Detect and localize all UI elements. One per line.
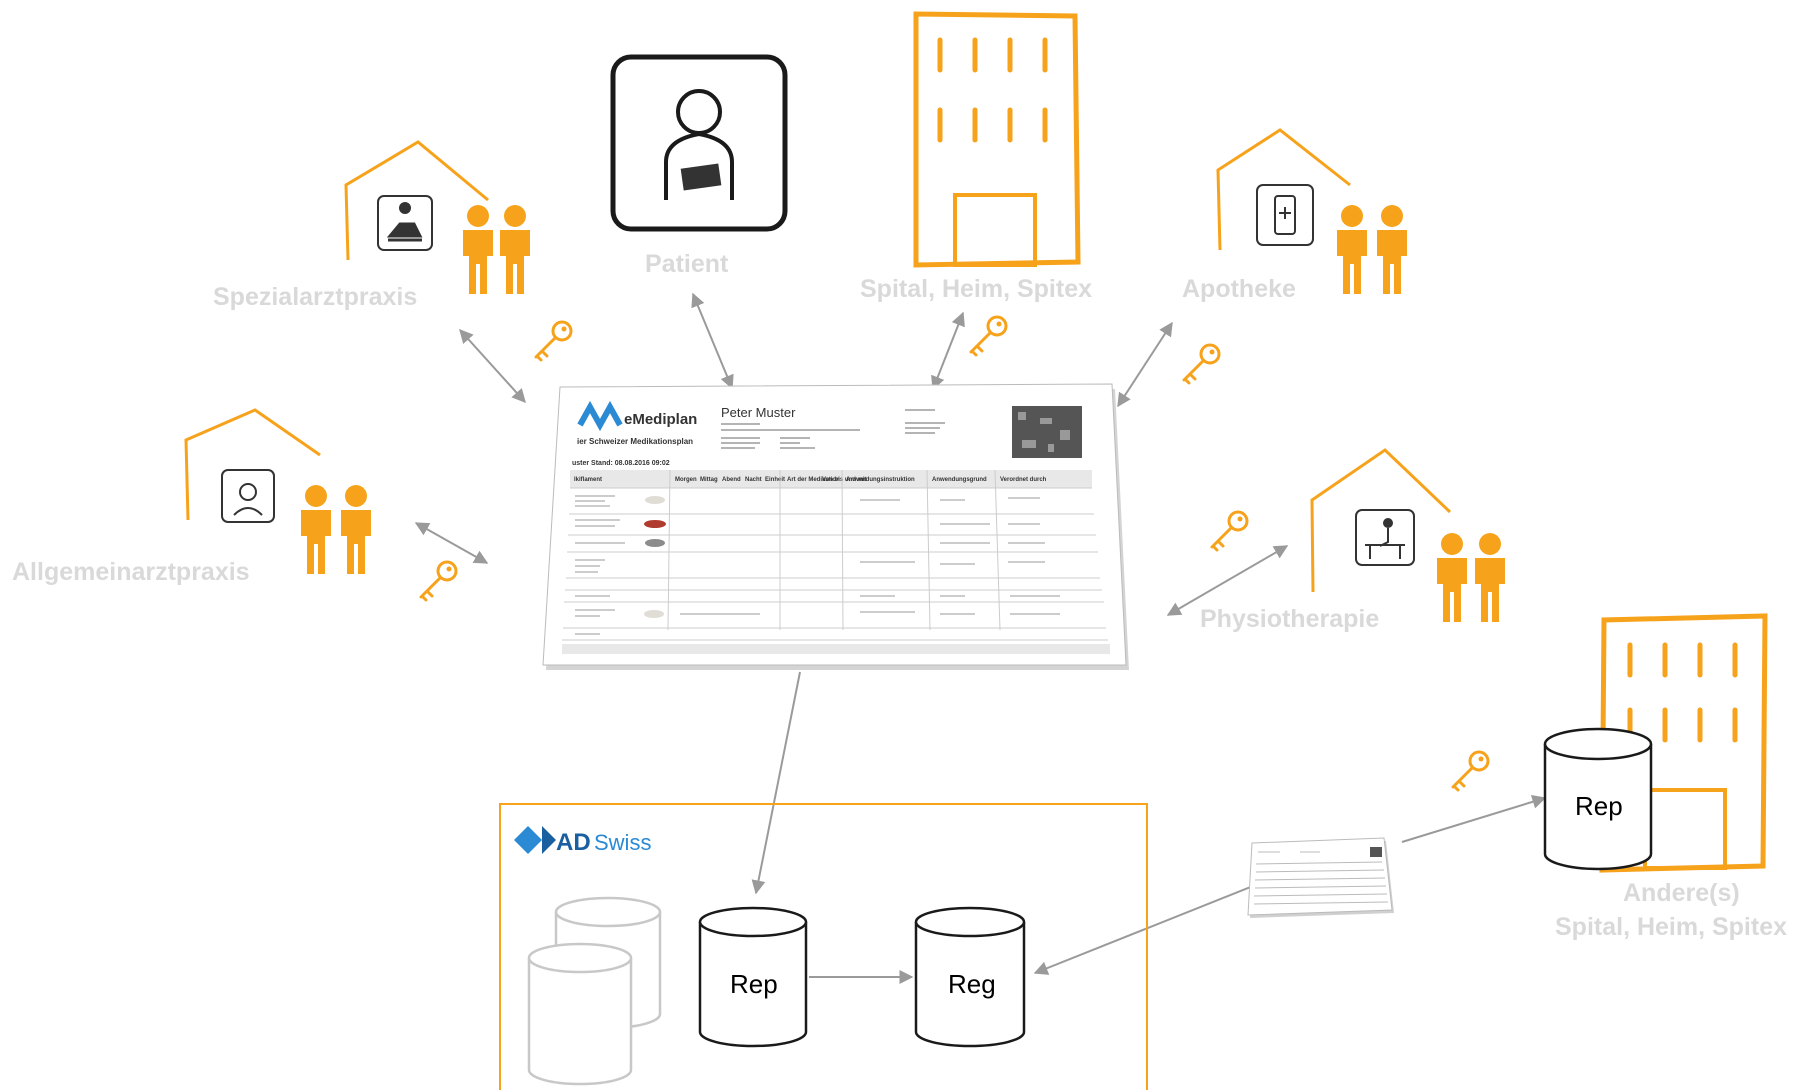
rep-database-icon bbox=[698, 906, 808, 1048]
doc-subtitle: ier Schweizer Medikationsplan bbox=[577, 437, 693, 446]
doc-col-4: Abend bbox=[722, 477, 741, 483]
doc-col-3: Mittag bbox=[700, 477, 718, 483]
allgemeinarzt-label: Allgemeinarztpraxis bbox=[12, 558, 250, 586]
physio-house-icon bbox=[1310, 448, 1452, 593]
adswiss-logo-icon bbox=[514, 826, 556, 854]
person-pair-icon bbox=[1337, 205, 1407, 294]
key-icon bbox=[419, 560, 458, 602]
doc-col-9: Anwendungsinstruktion bbox=[846, 477, 915, 483]
doc-col-8: Von bis und mit bbox=[822, 477, 867, 483]
andere-label-line2: Spital, Heim, Spitex bbox=[1555, 913, 1787, 941]
emediplan-logo-icon bbox=[577, 400, 623, 432]
doc-brand: eMediplan bbox=[624, 411, 697, 428]
reg-label: Reg bbox=[948, 969, 996, 999]
database-icon bbox=[527, 942, 633, 1086]
key-icon bbox=[1182, 343, 1221, 385]
key-icon bbox=[1210, 510, 1249, 552]
remote-rep-database-icon bbox=[1543, 727, 1653, 871]
apotheke-house-icon bbox=[1216, 128, 1351, 251]
key-icon bbox=[1451, 750, 1490, 792]
rep-label: Rep bbox=[730, 969, 778, 999]
emediplan-document: eMediplan ier Schweizer Medikationsplan … bbox=[542, 383, 1129, 670]
key-icon bbox=[969, 315, 1008, 357]
doc-col-11: Verordnet durch bbox=[1000, 477, 1047, 483]
connection-arrows bbox=[414, 292, 1547, 984]
reg-database-icon bbox=[914, 906, 1026, 1048]
doc-col-6: Einheit bbox=[765, 477, 785, 483]
doc-col-1: Ikiflament bbox=[574, 477, 602, 483]
person-pair-icon bbox=[1437, 533, 1505, 622]
doc-patient-name: Peter Muster bbox=[721, 405, 796, 420]
patient-icon bbox=[610, 54, 788, 232]
spital-building-icon bbox=[913, 11, 1081, 268]
adswiss-logo-swiss: Swiss bbox=[594, 830, 651, 855]
physio-label: Physiotherapie bbox=[1200, 605, 1379, 633]
adswiss-logo-ad: AD bbox=[556, 829, 591, 856]
pill-icon bbox=[644, 496, 666, 618]
remote-rep-label: Rep bbox=[1575, 791, 1623, 821]
allgemeinarzt-house-icon bbox=[184, 408, 321, 523]
doc-col-2: Morgen bbox=[675, 477, 697, 483]
doc-col-10: Anwendungsgrund bbox=[932, 477, 987, 483]
apotheke-label: Apotheke bbox=[1182, 275, 1296, 303]
andere-label-line1: Andere(s) bbox=[1623, 879, 1740, 907]
spital-label: Spital, Heim, Spitex bbox=[860, 275, 1092, 303]
person-pair-icon bbox=[301, 485, 371, 574]
patient-label: Patient bbox=[645, 250, 729, 278]
small-document-icon bbox=[1247, 837, 1394, 918]
key-icon bbox=[534, 320, 573, 362]
adswiss-frame bbox=[499, 803, 1148, 1090]
person-pair-icon bbox=[463, 205, 530, 294]
doc-col-7: Art der Medikation bbox=[787, 477, 840, 483]
spezialarzt-house-icon bbox=[344, 140, 489, 261]
doc-stand: uster Stand: 08.08.2016 09:02 bbox=[572, 460, 670, 467]
spezialarzt-label: Spezialarztpraxis bbox=[213, 283, 417, 311]
doc-col-5: Nacht bbox=[745, 477, 762, 483]
